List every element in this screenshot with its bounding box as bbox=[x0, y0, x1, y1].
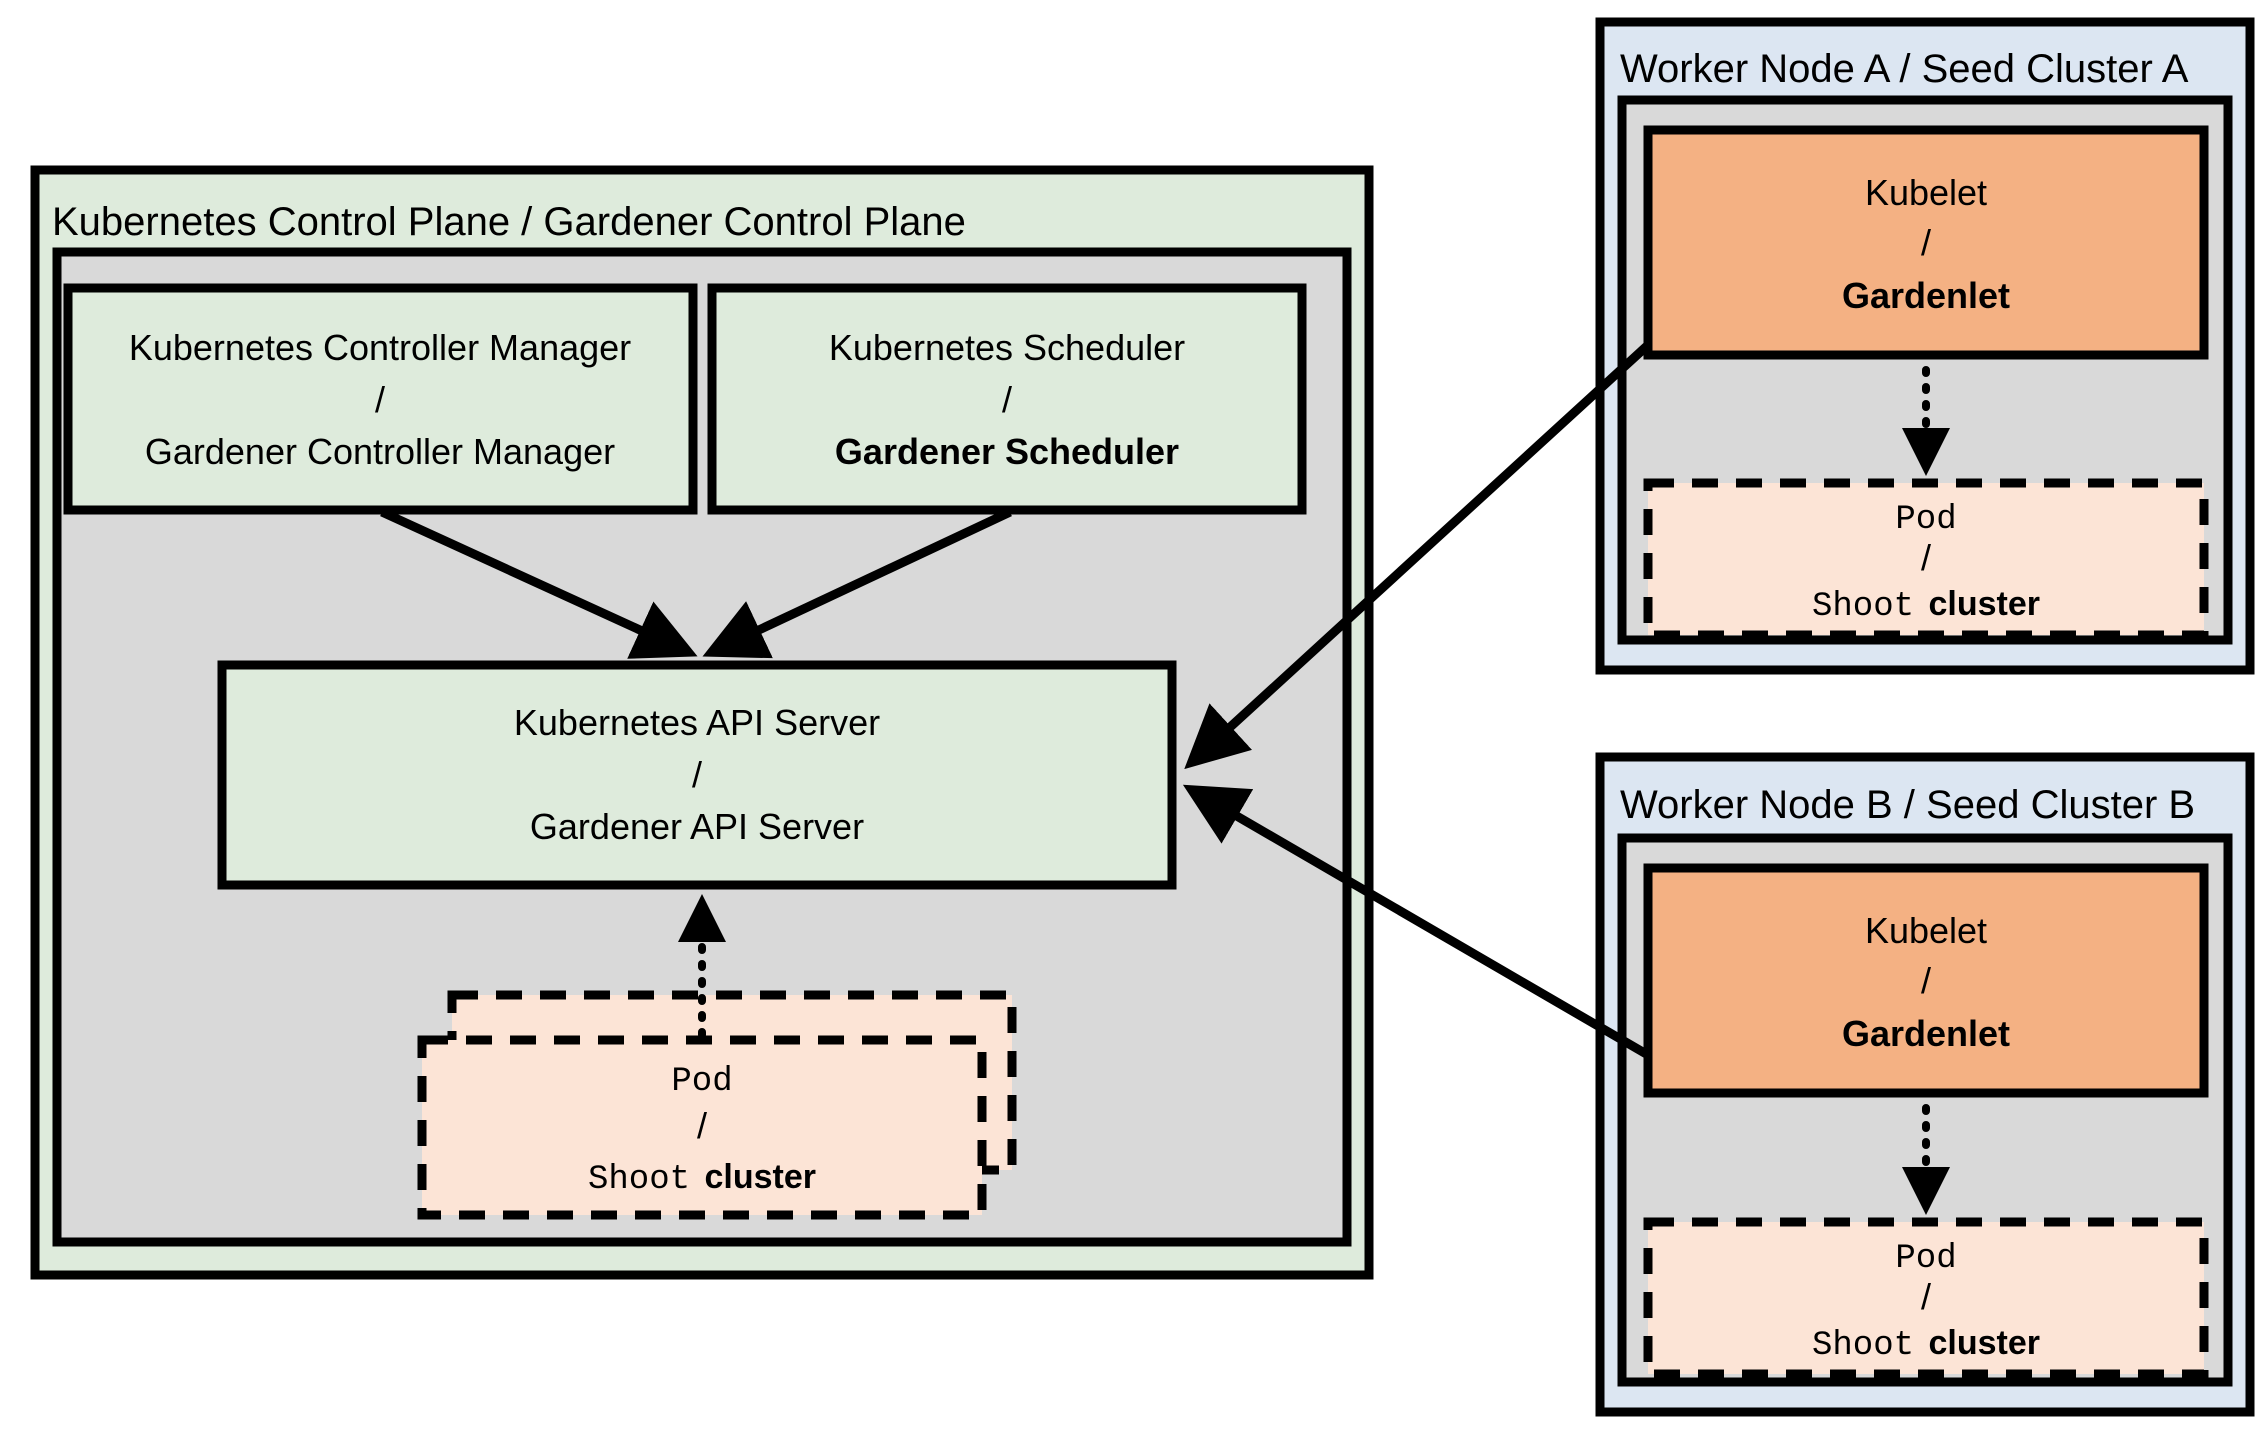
pod-a-box[interactable] bbox=[1643, 478, 2209, 640]
controller-manager-line2: Gardener Controller Manager bbox=[145, 431, 615, 472]
pod-b-cluster-word: cluster bbox=[1928, 1324, 2040, 1362]
control-plane-title: Kubernetes Control Plane / Gardener Cont… bbox=[52, 200, 966, 244]
scheduler-line2: Gardener Scheduler bbox=[835, 431, 1179, 472]
pod-a-line1: Pod bbox=[1895, 501, 1956, 539]
pod-b-shoot-word: Shoot bbox=[1812, 1327, 1914, 1365]
gardenlet-b-line1: Kubelet bbox=[1865, 910, 1987, 951]
pod-b-separator: / bbox=[1921, 1276, 1931, 1317]
gardenlet-a-box[interactable] bbox=[1643, 125, 2209, 360]
pod-a-node[interactable]: Pod / Shoot cluster bbox=[1643, 478, 2209, 640]
worker-node-b-group: Worker Node B / Seed Cluster B Kubelet /… bbox=[1595, 752, 2255, 1417]
arrow-gardenlet-b-to-api-server bbox=[1182, 784, 1651, 1059]
worker-node-b-title: Worker Node B / Seed Cluster B bbox=[1620, 783, 2195, 827]
pod-b-node[interactable]: Pod / Shoot cluster bbox=[1643, 1217, 2209, 1379]
api-server-line2: Gardener API Server bbox=[530, 806, 864, 847]
controller-manager-line1: Kubernetes Controller Manager bbox=[129, 327, 631, 368]
pod-a-cluster-word: cluster bbox=[1928, 585, 2040, 623]
scheduler-line1: Kubernetes Scheduler bbox=[829, 327, 1185, 368]
control-plane-pod-cluster-word: cluster bbox=[704, 1158, 816, 1196]
pod-a-shoot-word: Shoot bbox=[1812, 588, 1914, 626]
gardenlet-a-line2: Gardenlet bbox=[1842, 275, 2010, 316]
gardenlet-a-line1: Kubelet bbox=[1865, 172, 1987, 213]
gardenlet-a-separator: / bbox=[1921, 222, 1931, 263]
control-plane-pod-shoot-word: Shoot bbox=[588, 1161, 690, 1199]
worker-node-a-title: Worker Node A / Seed Cluster A bbox=[1620, 47, 2189, 91]
api-server-line1: Kubernetes API Server bbox=[514, 702, 880, 743]
pod-b-box[interactable] bbox=[1643, 1217, 2209, 1379]
control-plane-pod-node[interactable]: Pod / Shoot cluster bbox=[417, 1035, 987, 1220]
api-server-box[interactable] bbox=[217, 660, 1177, 890]
worker-node-a-group: Worker Node A / Seed Cluster A Kubelet /… bbox=[1595, 17, 2255, 675]
api-server-node[interactable]: Kubernetes API Server / Gardener API Ser… bbox=[217, 660, 1177, 890]
pod-b-line1: Pod bbox=[1895, 1240, 1956, 1278]
pod-b-line2: Shoot cluster bbox=[1812, 1324, 2040, 1365]
pod-a-line2: Shoot cluster bbox=[1812, 585, 2040, 626]
gardenlet-a-node[interactable]: Kubelet / Gardenlet bbox=[1643, 125, 2209, 360]
control-plane-pod-line1: Pod bbox=[671, 1063, 732, 1101]
arrow-controller-manager-to-api-server bbox=[380, 507, 698, 659]
control-plane-pod-line2: Shoot cluster bbox=[588, 1158, 816, 1199]
gardenlet-b-separator: / bbox=[1921, 960, 1931, 1001]
control-plane-group: Kubernetes Control Plane / Gardener Cont… bbox=[30, 165, 1374, 1280]
scheduler-node[interactable]: Kubernetes Scheduler / Gardener Schedule… bbox=[707, 283, 1307, 515]
control-plane-pod-front-box[interactable] bbox=[417, 1035, 987, 1220]
gardenlet-b-box[interactable] bbox=[1643, 863, 2209, 1098]
control-plane-pod-separator: / bbox=[697, 1105, 707, 1146]
pod-a-separator: / bbox=[1921, 537, 1931, 578]
gardenlet-b-line2: Gardenlet bbox=[1842, 1013, 2010, 1054]
api-server-separator: / bbox=[692, 754, 702, 795]
controller-manager-node[interactable]: Kubernetes Controller Manager / Gardener… bbox=[63, 283, 698, 515]
gardenlet-b-node[interactable]: Kubelet / Gardenlet bbox=[1643, 863, 2209, 1098]
arrow-scheduler-to-api-server bbox=[702, 507, 1012, 659]
arrow-gardenlet-a-to-api-server bbox=[1184, 341, 1652, 770]
controller-manager-separator: / bbox=[375, 379, 385, 420]
controller-manager-box[interactable] bbox=[63, 283, 698, 515]
scheduler-separator: / bbox=[1002, 379, 1012, 420]
